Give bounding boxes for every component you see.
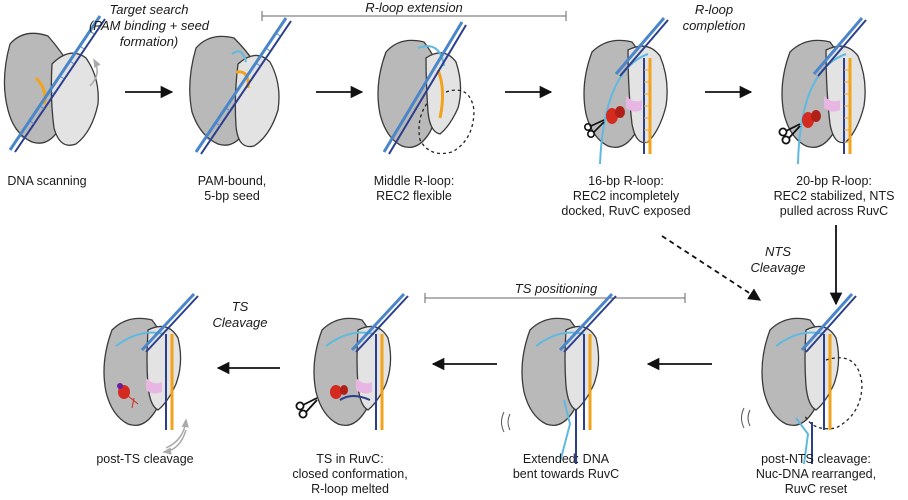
header-r-loop-extension: R-loop extension: [365, 0, 463, 15]
motion-lines-icon-post-nts: [741, 407, 751, 429]
complex-extended-dna-bent: [501, 292, 617, 464]
caption-post-ts-cleavage: post-TS cleavage: [96, 452, 193, 467]
complex-pam-bound: [189, 17, 292, 155]
caption-line: bent towards RuvC: [512, 467, 620, 481]
arrow-16bp-to-post-nts-dashed: [661, 235, 762, 301]
header-line: Cleavage: [212, 315, 268, 330]
caption-16bp-r-loop: 16-bp R-loop: REC2 incompletely docked, …: [561, 174, 690, 219]
header-line: R-loop: [694, 2, 734, 17]
caption-ts-in-ruvc: TS in RuvC: closed conformation, R-loop …: [292, 452, 407, 497]
header-line: Target search: [109, 2, 189, 17]
complex-20bp-r-loop: [778, 17, 867, 165]
header-line: Cleavage: [750, 260, 806, 275]
caption-line: PAM-bound,: [197, 174, 267, 188]
caption-line: closed conformation,: [292, 467, 408, 481]
transition-arrows: [125, 85, 843, 375]
complex-ts-in-ruvc: [295, 292, 409, 430]
complex-middle-r-loop: [377, 21, 475, 155]
caption-line: REC2 incompletely: [572, 189, 680, 203]
complex-dna-scanning: [3, 15, 106, 153]
header-ts-cleavage: TS Cleavage: [213, 299, 268, 331]
caption-line: Extended: DNA: [522, 452, 610, 466]
header-nts-cleavage: NTS Cleavage: [751, 244, 806, 276]
caption-pam-bound: PAM-bound, 5-bp seed: [198, 174, 267, 204]
caption-line: pulled across RuvC: [779, 204, 889, 218]
caption-line: REC2 stabilized, NTS: [773, 189, 895, 203]
header-line: formation): [119, 34, 179, 49]
motion-lines-icon-extended: [501, 411, 511, 433]
header-line: completion: [682, 18, 746, 33]
header-line: (PAM binding + seed: [88, 18, 210, 33]
complex-post-nts-cleavage: [741, 293, 863, 465]
caption-20bp-r-loop: 20-bp R-loop: REC2 stabilized, NTS pulle…: [774, 174, 895, 219]
caption-line: post-NTS cleavage:: [761, 452, 871, 466]
caption-line: docked, RuvC exposed: [561, 204, 691, 218]
caption-line: post-TS cleavage: [96, 452, 194, 466]
caption-line: Middle R-loop:: [373, 174, 455, 188]
caption-line: DNA scanning: [7, 174, 87, 188]
caption-line: TS in RuvC:: [316, 452, 384, 466]
scissors-icon-20bp: [778, 123, 801, 145]
header-r-loop-completion: R-loop completion: [683, 2, 746, 34]
caption-line: 5-bp seed: [204, 189, 260, 203]
caption-line: RuvC reset: [784, 482, 848, 496]
caption-line: 16-bp R-loop:: [588, 174, 664, 188]
caption-post-nts-cleavage: post-NTS cleavage: Nuc-DNA rearranged, R…: [756, 452, 876, 497]
caption-dna-scanning: DNA scanning: [7, 174, 86, 189]
header-ts-positioning: TS positioning: [514, 281, 598, 296]
complex-post-ts-cleavage: [103, 292, 199, 455]
caption-line: REC2 flexible: [376, 189, 452, 203]
scissors-icon-16bp: [583, 119, 605, 139]
header-line: TS: [231, 299, 249, 314]
header-line: NTS: [765, 244, 791, 259]
header-target-search: Target search (PAM binding + seed format…: [89, 2, 209, 50]
caption-middle-r-loop: Middle R-loop: REC2 flexible: [374, 174, 455, 204]
complex-16bp-r-loop: [583, 17, 669, 165]
caption-line: 20-bp R-loop:: [796, 174, 872, 188]
caption-line: R-loop melted: [311, 482, 389, 496]
caption-line: Nuc-DNA rearranged,: [755, 467, 877, 481]
r-loop-extension-bracket: [261, 11, 567, 21]
ts-positioning-bracket: [424, 293, 686, 303]
scissors-icon-ts-in-ruvc: [295, 397, 318, 419]
caption-extended-dna-bent: Extended: DNA bent towards RuvC: [513, 452, 619, 482]
